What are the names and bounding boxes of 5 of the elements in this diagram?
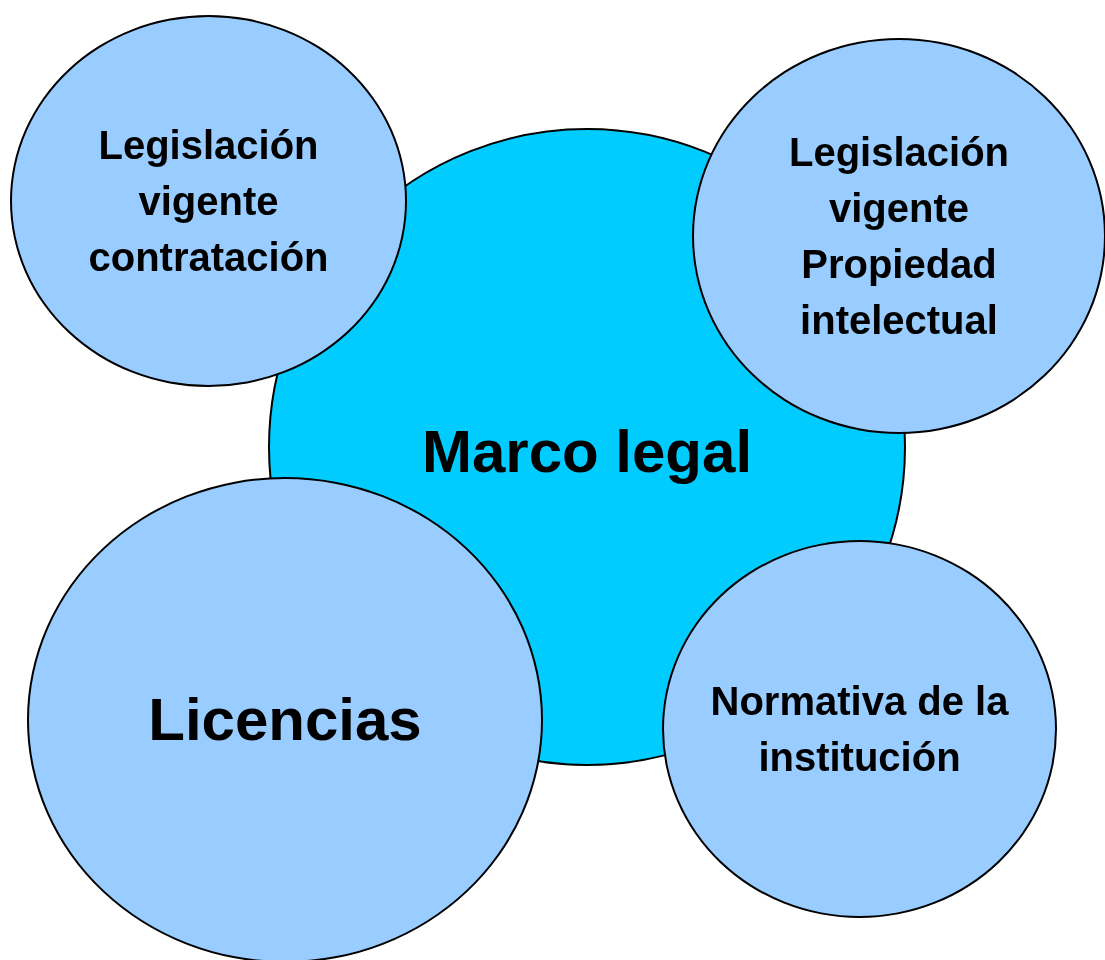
topic-label: Legislación vigente contratación (87, 122, 330, 281)
topic-label: Normativa de la institución (709, 678, 1010, 781)
topic-label: Licencias (147, 685, 423, 755)
topic-label: Legislación vigente Propiedad intelectual (787, 129, 1011, 344)
topic-label: Marco legal (420, 417, 754, 487)
